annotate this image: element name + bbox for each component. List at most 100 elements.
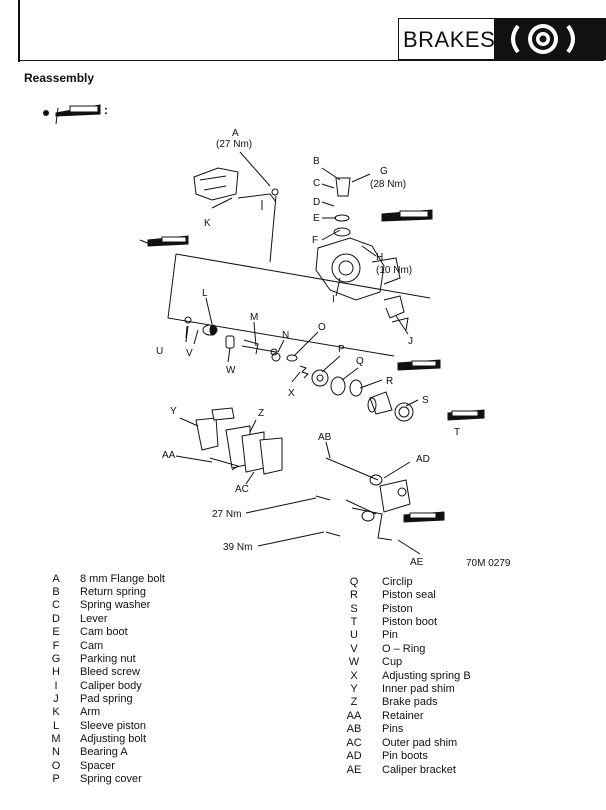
callout-labels: A (27 Nm) B C G (28 Nm) D E K F H (10 Nm…: [156, 128, 511, 569]
legend-desc: Piston: [382, 603, 413, 615]
label-AE: AE: [410, 557, 424, 568]
legend-desc: Cam: [80, 640, 104, 652]
label-R: R: [386, 376, 393, 387]
label-A-torque: (27 Nm): [216, 139, 252, 150]
legend-desc: Brake pads: [382, 696, 438, 708]
label-K: K: [204, 218, 211, 229]
legend-desc: Parking nut: [80, 653, 136, 665]
label-X: X: [288, 388, 295, 399]
legend-code: S: [350, 603, 358, 615]
legend-code: AA: [346, 710, 362, 722]
label-B: B: [313, 156, 320, 167]
legend-desc: Cup: [382, 656, 403, 668]
legend-code: L: [52, 720, 60, 732]
adjusting-spring: [299, 365, 309, 379]
legend-desc: Caliper body: [80, 680, 142, 692]
piston-boot: [394, 402, 414, 422]
legend-code: J: [53, 693, 59, 705]
legend-desc: Adjusting spring B: [382, 670, 471, 682]
legend-code: M: [51, 733, 61, 745]
legend-desc: Piston boot: [382, 616, 438, 628]
pad-spring: [383, 295, 409, 331]
spacer-part: [286, 354, 298, 362]
legend-desc: Lever: [80, 613, 108, 625]
legend-code: I: [54, 680, 58, 692]
inner-pad-shim: [195, 407, 235, 451]
grease-symbol: [43, 104, 101, 125]
legend-code: E: [52, 626, 60, 638]
spring-cover: [311, 369, 329, 387]
section-title: Reassembly: [24, 71, 95, 85]
brake-pads: [225, 425, 283, 475]
label-AD: AD: [416, 454, 430, 465]
label-H-torque: (10 Nm): [376, 265, 412, 276]
legend-desc: Arm: [80, 706, 101, 718]
page-header: [18, 18, 604, 61]
legend-code: H: [52, 666, 60, 678]
legend-code: A: [52, 573, 60, 585]
legend-code: P: [52, 773, 60, 785]
legend-code: N: [52, 746, 60, 758]
label-M: M: [250, 312, 258, 323]
figure-reference: 70M 0279: [466, 558, 511, 569]
retainer-clip: [209, 457, 240, 471]
pin-part: [325, 457, 383, 522]
label-P: P: [338, 344, 345, 355]
flange-bolt: [315, 495, 341, 537]
legend-code: Y: [350, 683, 358, 695]
legend-code: O: [51, 760, 61, 772]
label-L: L: [202, 288, 208, 299]
label-F: F: [312, 235, 318, 246]
label-AA: AA: [162, 450, 176, 461]
legend-desc: Pin: [382, 629, 398, 641]
label-W: W: [226, 365, 236, 376]
legend-code: AB: [346, 723, 362, 735]
sleeve-piston: [202, 324, 218, 336]
legend-desc: Inner pad shim: [382, 683, 455, 695]
label-Z: Z: [258, 408, 264, 419]
label-H: H: [376, 252, 383, 263]
label-AC: AC: [235, 484, 249, 495]
legend-code: X: [350, 670, 358, 682]
label-torque-39: 39 Nm: [223, 542, 252, 553]
grease-symbol: [403, 511, 445, 523]
label-A: A: [232, 128, 239, 139]
label-N: N: [282, 330, 289, 341]
brake-disc-icon: [511, 24, 575, 54]
piston-part: [367, 391, 393, 415]
label-O: O: [318, 322, 326, 333]
legend-desc: Pad spring: [80, 693, 133, 705]
label-torque-27: 27 Nm: [212, 509, 241, 520]
label-S: S: [422, 395, 429, 406]
label-V: V: [186, 348, 193, 359]
legend-code: T: [350, 616, 358, 628]
legend-code: Q: [349, 576, 359, 588]
legend-code: U: [350, 629, 358, 641]
bearing-part: [271, 352, 281, 362]
legend-desc: Outer pad shim: [382, 737, 458, 749]
legend-code: B: [52, 586, 60, 598]
label-T: T: [454, 427, 460, 438]
legend-code: W: [348, 656, 360, 668]
label-Y: Y: [170, 406, 177, 417]
label-G-torque: (28 Nm): [370, 179, 406, 190]
legend-desc: Pin boots: [382, 750, 428, 762]
legend-desc: 8 mm Flange bolt: [80, 573, 165, 585]
grease-symbol: [381, 209, 433, 222]
legend-desc: Piston seal: [382, 589, 436, 601]
legend-code: AC: [346, 737, 362, 749]
adjusting-bolt: [241, 339, 278, 356]
legend-desc: Circlip: [382, 576, 413, 588]
legend-code: AE: [346, 764, 362, 776]
label-I: I: [332, 294, 335, 305]
pin-part: [184, 316, 192, 339]
legend-desc: Sleeve piston: [80, 720, 147, 732]
label-AB: AB: [318, 432, 332, 443]
label-J: J: [408, 336, 413, 347]
assembly-line: [167, 253, 395, 357]
legend-code: C: [52, 599, 60, 611]
label-C: C: [313, 178, 320, 189]
legend-desc: Return spring: [80, 586, 147, 598]
legend-desc: Cam boot: [80, 626, 128, 638]
